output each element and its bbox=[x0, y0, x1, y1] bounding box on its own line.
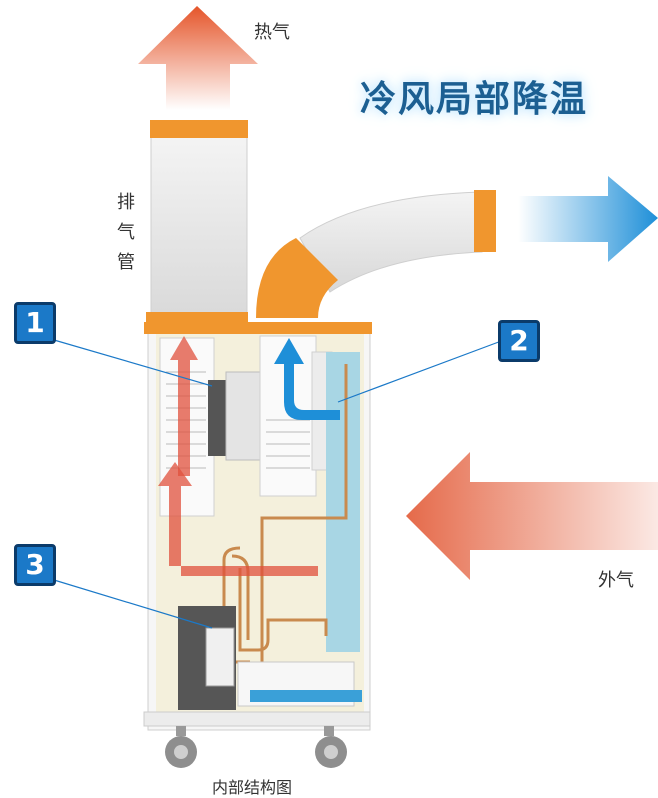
exhaust-pipe bbox=[146, 120, 248, 328]
cold-air-arrow bbox=[518, 176, 658, 262]
badge-3: 3 bbox=[14, 544, 56, 586]
fan-motor bbox=[208, 371, 263, 461]
drain-tray bbox=[237, 661, 362, 707]
exhaust-pipe-label: 排气管 bbox=[117, 192, 135, 273]
hot-air-arrow bbox=[138, 6, 258, 110]
caption: 内部结构图 bbox=[212, 778, 293, 797]
evaporator-coil bbox=[326, 352, 360, 652]
internal-hot-airflow bbox=[158, 336, 318, 576]
badge-2: 2 bbox=[498, 320, 540, 362]
headline: 冷风局部降温 bbox=[360, 79, 589, 120]
internal-cold-airflow bbox=[274, 338, 340, 420]
hot-air-label: 热气 bbox=[254, 22, 290, 43]
caster-wheels bbox=[165, 726, 347, 768]
compressor bbox=[178, 606, 236, 710]
callout-leader-lines bbox=[53, 339, 505, 629]
badge-1: 1 bbox=[14, 302, 56, 344]
outside-air-arrow bbox=[406, 452, 658, 580]
cold-air-duct bbox=[256, 190, 496, 318]
outside-air-label: 外气 bbox=[598, 570, 634, 591]
